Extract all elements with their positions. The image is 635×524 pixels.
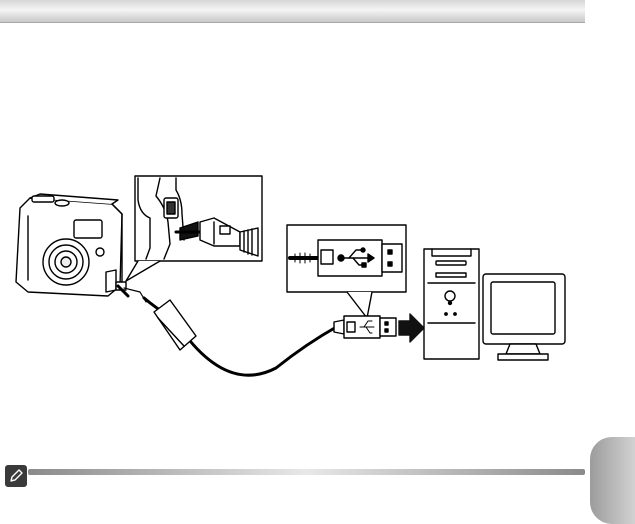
- monitor: [483, 274, 565, 360]
- pencil-note-icon: [5, 465, 27, 487]
- camera: [16, 194, 126, 296]
- usb-cable: [118, 286, 338, 375]
- note-divider: [28, 469, 585, 475]
- computer-port-callout: [287, 225, 406, 318]
- side-tab: [590, 437, 635, 524]
- arrow-right-icon: [399, 314, 424, 342]
- computer-tower: [424, 249, 479, 359]
- usb-plug: [334, 316, 396, 338]
- camera-port-callout: [126, 176, 262, 281]
